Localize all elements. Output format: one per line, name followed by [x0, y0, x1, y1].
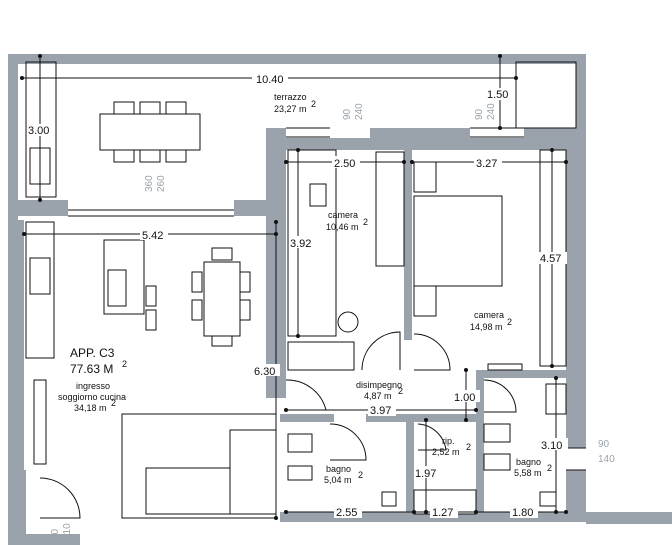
terrazzo-area: 23,27 m [274, 104, 307, 114]
opening-3b: 260 [156, 175, 167, 192]
opening-labels: 90 240 90 240 360 260 90 140 90 210 [50, 103, 615, 540]
wall-left-inner [8, 220, 24, 544]
wall-terrace-living [18, 200, 68, 216]
bagno1-name: bagno [326, 464, 351, 474]
svg-text:2: 2 [398, 386, 403, 396]
dim-6-30: 6.30 [254, 366, 275, 378]
opening-1a: 90 [342, 108, 353, 120]
rip-area: 2,52 m [432, 447, 460, 457]
wall-disimp-right [476, 370, 572, 378]
rip-name: rip. [442, 436, 455, 446]
wall-bottom-right [586, 516, 672, 524]
dim-2-50: 2.50 [334, 158, 355, 170]
opening-1b: 240 [354, 103, 365, 120]
svg-text:2: 2 [547, 463, 552, 473]
wall-bottom-left [8, 534, 80, 545]
dim-3-92: 3.92 [290, 238, 311, 250]
dim-2-55: 2.55 [336, 507, 357, 519]
dim-1-00: 1.00 [454, 392, 475, 404]
wall-right-terrace [576, 54, 586, 134]
camera1-area: 10,46 m [326, 222, 359, 232]
dim-4-57: 4.57 [540, 253, 561, 265]
dim-3-10: 3.10 [541, 440, 562, 452]
wardrobe-1 [375, 151, 405, 267]
opening-4b: 140 [598, 454, 615, 465]
door-swings [39, 331, 517, 519]
wall-mid-vertical [404, 150, 412, 340]
living-name2: soggiorno cucina [58, 392, 126, 402]
wall-entry-left [18, 470, 26, 544]
terrazzo-name: terrazzo [274, 92, 307, 102]
dining-table [203, 261, 241, 337]
wall-top [8, 54, 586, 64]
camera2-name: camera [474, 310, 504, 320]
terrace-table [99, 113, 201, 151]
svg-text:2: 2 [358, 470, 363, 480]
svg-text:2: 2 [363, 217, 368, 227]
frames [25, 61, 586, 471]
dim-1-27: 1.27 [432, 507, 453, 519]
disimpegno-name: disimpegno [356, 380, 402, 390]
apartment-area: 77.63 M [70, 362, 113, 376]
bed-2 [413, 195, 503, 287]
svg-text:2: 2 [507, 317, 512, 327]
living-name1: ingresso [76, 381, 110, 391]
opening-2b: 240 [486, 103, 497, 120]
wall-bath1 [280, 414, 334, 422]
terrace-frame-left [25, 61, 57, 198]
room-labels: terrazzo 23,27 m 2 camera 10,46 m 2 came… [58, 92, 552, 485]
bagno1-area: 5,04 m [324, 475, 352, 485]
dim-5-42: 5.42 [142, 230, 163, 242]
wall-room-top [266, 138, 586, 150]
wall-bath3 [476, 370, 484, 520]
dim-3-00: 3.00 [28, 125, 49, 137]
dim-3-97: 3.97 [370, 405, 391, 417]
dim-1-97: 1.97 [415, 468, 436, 480]
opening-4a: 90 [598, 439, 610, 450]
dim-1-50: 1.50 [487, 89, 508, 101]
dimension-labels: 10.40 1.50 3.00 2.50 3.27 5.42 3.92 4.57… [28, 72, 568, 519]
dim-3-27: 3.27 [476, 158, 497, 170]
opening-5a: 90 [50, 528, 61, 540]
svg-text:2: 2 [311, 99, 316, 109]
dim-10-40: 10.40 [256, 74, 284, 86]
living-area: 34,18 m [74, 403, 107, 413]
opening-2a: 90 [474, 108, 485, 120]
disimpegno-area: 4,87 m [364, 391, 392, 401]
camera1-name: camera [328, 210, 358, 220]
opening-5b: 210 [62, 523, 73, 540]
bagno2-area: 5,58 m [514, 468, 542, 478]
terrace-frame-right [515, 61, 577, 129]
svg-text:2: 2 [111, 398, 116, 408]
svg-text:2: 2 [122, 359, 127, 369]
camera2-area: 14,98 m [470, 322, 503, 332]
walls [8, 54, 672, 545]
svg-text:2: 2 [466, 442, 471, 452]
wall-bath2 [366, 414, 476, 422]
wall-right-lower [566, 470, 586, 520]
wall-right [566, 138, 586, 448]
opening-3a: 360 [144, 175, 155, 192]
wall-bath4 [406, 420, 414, 520]
apartment-name: APP. C3 [70, 346, 115, 360]
bagno2-name: bagno [516, 457, 541, 467]
dim-1-80: 1.80 [512, 507, 533, 519]
